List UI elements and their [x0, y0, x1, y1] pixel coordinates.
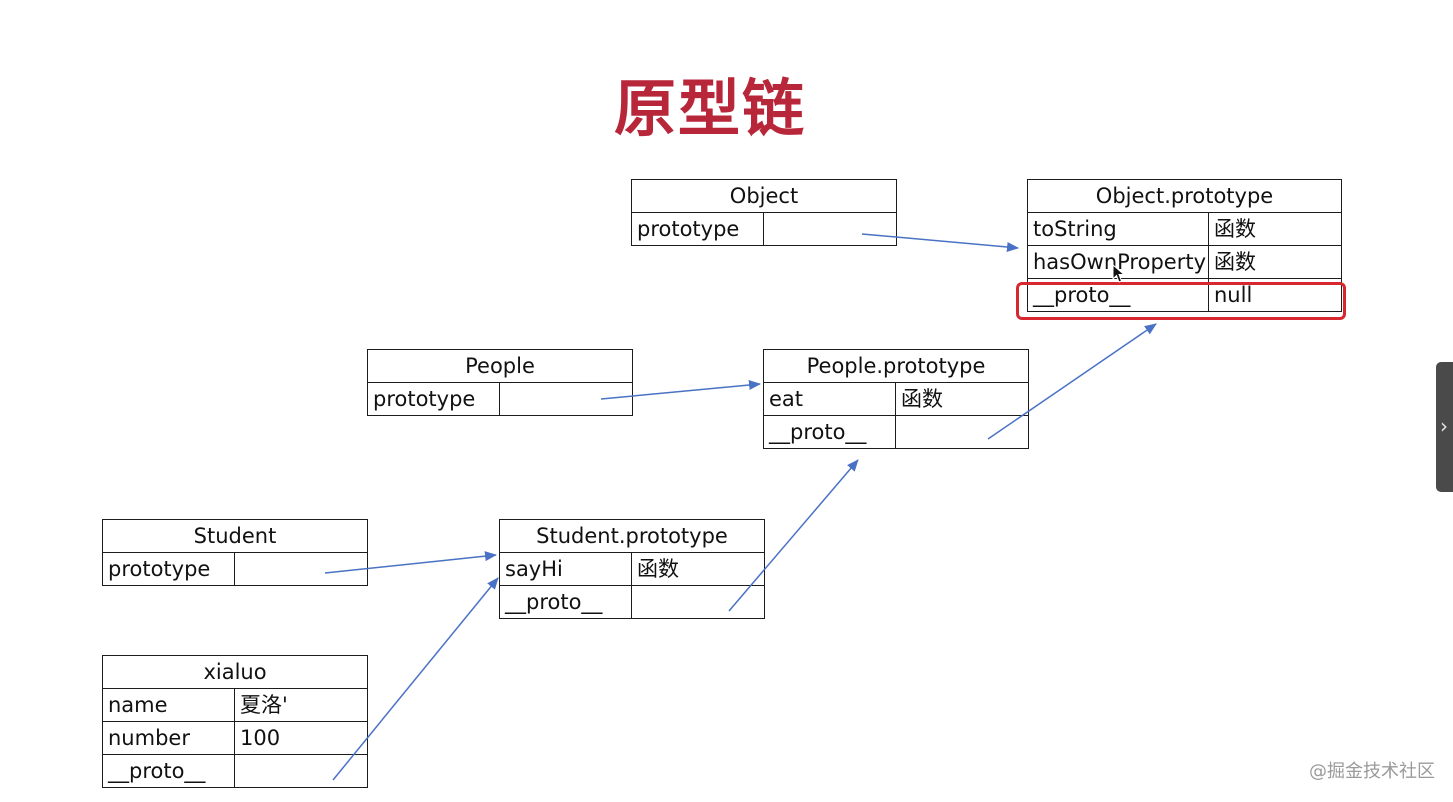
- cell-key: __proto__: [499, 585, 632, 619]
- mouse-cursor-icon: [1112, 264, 1126, 283]
- table-row: prototype: [367, 382, 633, 416]
- table-row: toString 函数: [1027, 212, 1343, 246]
- student-box: Student prototype: [101, 519, 369, 586]
- proto-null-highlight: [1016, 282, 1346, 320]
- arrow-object-to-object-prototype: [861, 233, 1019, 252]
- table-row: prototype: [102, 552, 369, 586]
- cell-value: [499, 382, 633, 416]
- cell-key: prototype: [102, 552, 235, 586]
- cell-value: 函数: [1207, 212, 1343, 246]
- xialuo-box: xialuo name 夏洛' number 100 __proto__: [102, 655, 368, 788]
- box-header: People.prototype: [762, 349, 1030, 383]
- page-title: 原型链: [613, 72, 806, 145]
- cell-value: [894, 415, 1030, 449]
- watermark: @掘金技术社区: [1309, 761, 1435, 782]
- box-header: xialuo: [102, 655, 368, 689]
- cell-value: [233, 552, 369, 586]
- box-header: Object: [631, 179, 897, 213]
- arrow-people-to-people-prototype: [600, 380, 761, 400]
- cell-value: [234, 754, 368, 788]
- table-row: __proto__: [763, 415, 1030, 449]
- chevron-right-icon: ›: [1440, 414, 1448, 438]
- table-row: __proto__: [102, 754, 368, 788]
- table-row: prototype: [631, 212, 897, 246]
- cell-key: prototype: [367, 382, 500, 416]
- cell-key: name: [102, 688, 235, 722]
- arrow-student-to-student-prototype: [324, 551, 497, 574]
- cell-key: __proto__: [102, 754, 235, 788]
- cell-value: 函数: [1207, 245, 1343, 279]
- people-prototype-box: People.prototype eat 函数 __proto__: [762, 349, 1030, 449]
- cell-key: number: [102, 721, 235, 755]
- arrow-xialuo-to-student-prototype: [332, 577, 499, 781]
- arrow-people-prototype-to-object-prototype: [987, 323, 1157, 440]
- side-panel-toggle[interactable]: ›: [1436, 362, 1453, 492]
- cell-value: 夏洛': [234, 688, 368, 722]
- table-row: sayHi 函数: [499, 552, 765, 586]
- cell-value: 函数: [894, 382, 1030, 416]
- table-row: number 100: [102, 721, 368, 755]
- cell-key: toString: [1027, 212, 1209, 246]
- cell-key: __proto__: [763, 415, 896, 449]
- object-box: Object prototype: [631, 179, 897, 246]
- table-row: eat 函数: [763, 382, 1030, 416]
- table-row: name 夏洛': [102, 688, 368, 722]
- arrow-student-prototype-to-people-prototype: [728, 459, 859, 612]
- cell-value: [763, 212, 897, 246]
- cell-value: 函数: [631, 552, 765, 586]
- people-box: People prototype: [367, 349, 633, 416]
- cell-value: 100: [234, 721, 368, 755]
- student-prototype-box: Student.prototype sayHi 函数 __proto__: [499, 519, 765, 619]
- cell-value: [631, 585, 765, 619]
- box-header: Student.prototype: [499, 519, 765, 553]
- table-row: __proto__: [499, 585, 765, 619]
